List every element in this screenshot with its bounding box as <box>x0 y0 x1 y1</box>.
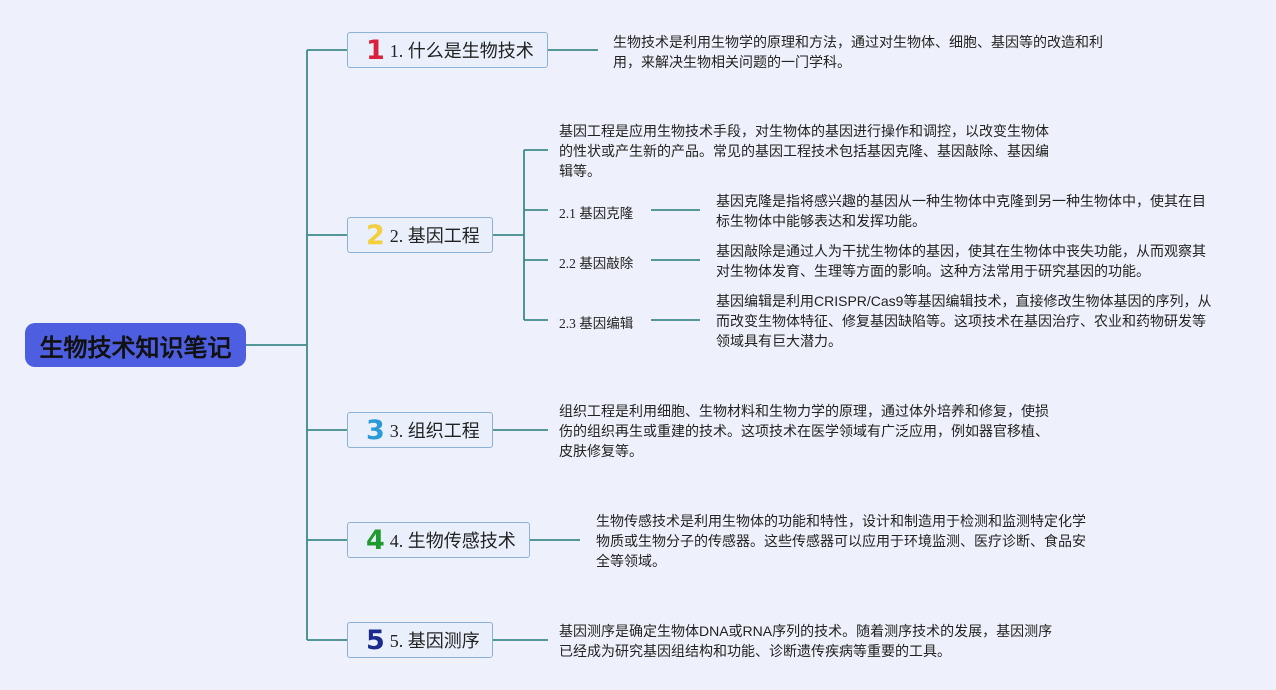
root-topic[interactable]: 生物技术知识笔记 <box>25 323 246 367</box>
branch-2-label: 2. 基因工程 <box>389 226 480 246</box>
subtopic-2-1-description: 基因克隆是指将感兴趣的基因从一种生物体中克隆到另一种生物体中，使其在目标生物体中… <box>716 193 1206 229</box>
branch-4-node[interactable]: 4 4. 生物传感技术 <box>347 522 530 558</box>
subtopic-2-3-label[interactable]: 2.3 基因编辑 <box>559 316 634 331</box>
branch-3-node[interactable]: 3 3. 组织工程 <box>347 412 493 448</box>
number-4-icon: 4 <box>366 524 385 556</box>
number-2-icon: 2 <box>366 219 385 251</box>
branch-4-label: 4. 生物传感技术 <box>389 531 516 551</box>
root-title: 生物技术知识笔记 <box>39 334 232 362</box>
branch-5-label: 5. 基因测序 <box>389 631 480 651</box>
branch-1-description: 生物技术是利用生物学的原理和方法，通过对生物体、细胞、基因等的改造和利用，来解决… <box>613 34 1103 70</box>
number-3-icon: 3 <box>366 414 385 446</box>
branch-1-label: 1. 什么是生物技术 <box>389 41 534 61</box>
subtopic-2-2-label[interactable]: 2.2 基因敲除 <box>559 256 634 271</box>
branch-3-description: 组织工程是利用细胞、生物材料和生物力学的原理，通过体外培养和修复，使损伤的组织再… <box>559 403 1049 459</box>
number-1-icon: 1 <box>366 34 385 66</box>
branch-1-node[interactable]: 1 1. 什么是生物技术 <box>347 32 548 68</box>
branch-4-description: 生物传感技术是利用生物体的功能和特性，设计和制造用于检测和监测特定化学物质或生物… <box>596 513 1086 569</box>
subtopic-2-3-description: 基因编辑是利用CRISPR/Cas9等基因编辑技术，直接修改生物体基因的序列，从… <box>716 293 1212 349</box>
branch-2-node[interactable]: 2 2. 基因工程 <box>347 217 493 253</box>
branch-2-description: 基因工程是应用生物技术手段，对生物体的基因进行操作和调控，以改变生物体的性状或产… <box>559 123 1049 179</box>
number-5-icon: 5 <box>366 624 385 656</box>
branch-3-label: 3. 组织工程 <box>389 421 480 441</box>
subtopic-2-2-description: 基因敲除是通过人为干扰生物体的基因，使其在生物体中丧失功能，从而观察其对生物体发… <box>716 243 1206 279</box>
branch-5-node[interactable]: 5 5. 基因测序 <box>347 622 493 658</box>
subtopic-2-1-label[interactable]: 2.1 基因克隆 <box>559 206 634 221</box>
branch-5-description: 基因测序是确定生物体DNA或RNA序列的技术。随着测序技术的发展，基因测序已经成… <box>559 623 1053 659</box>
